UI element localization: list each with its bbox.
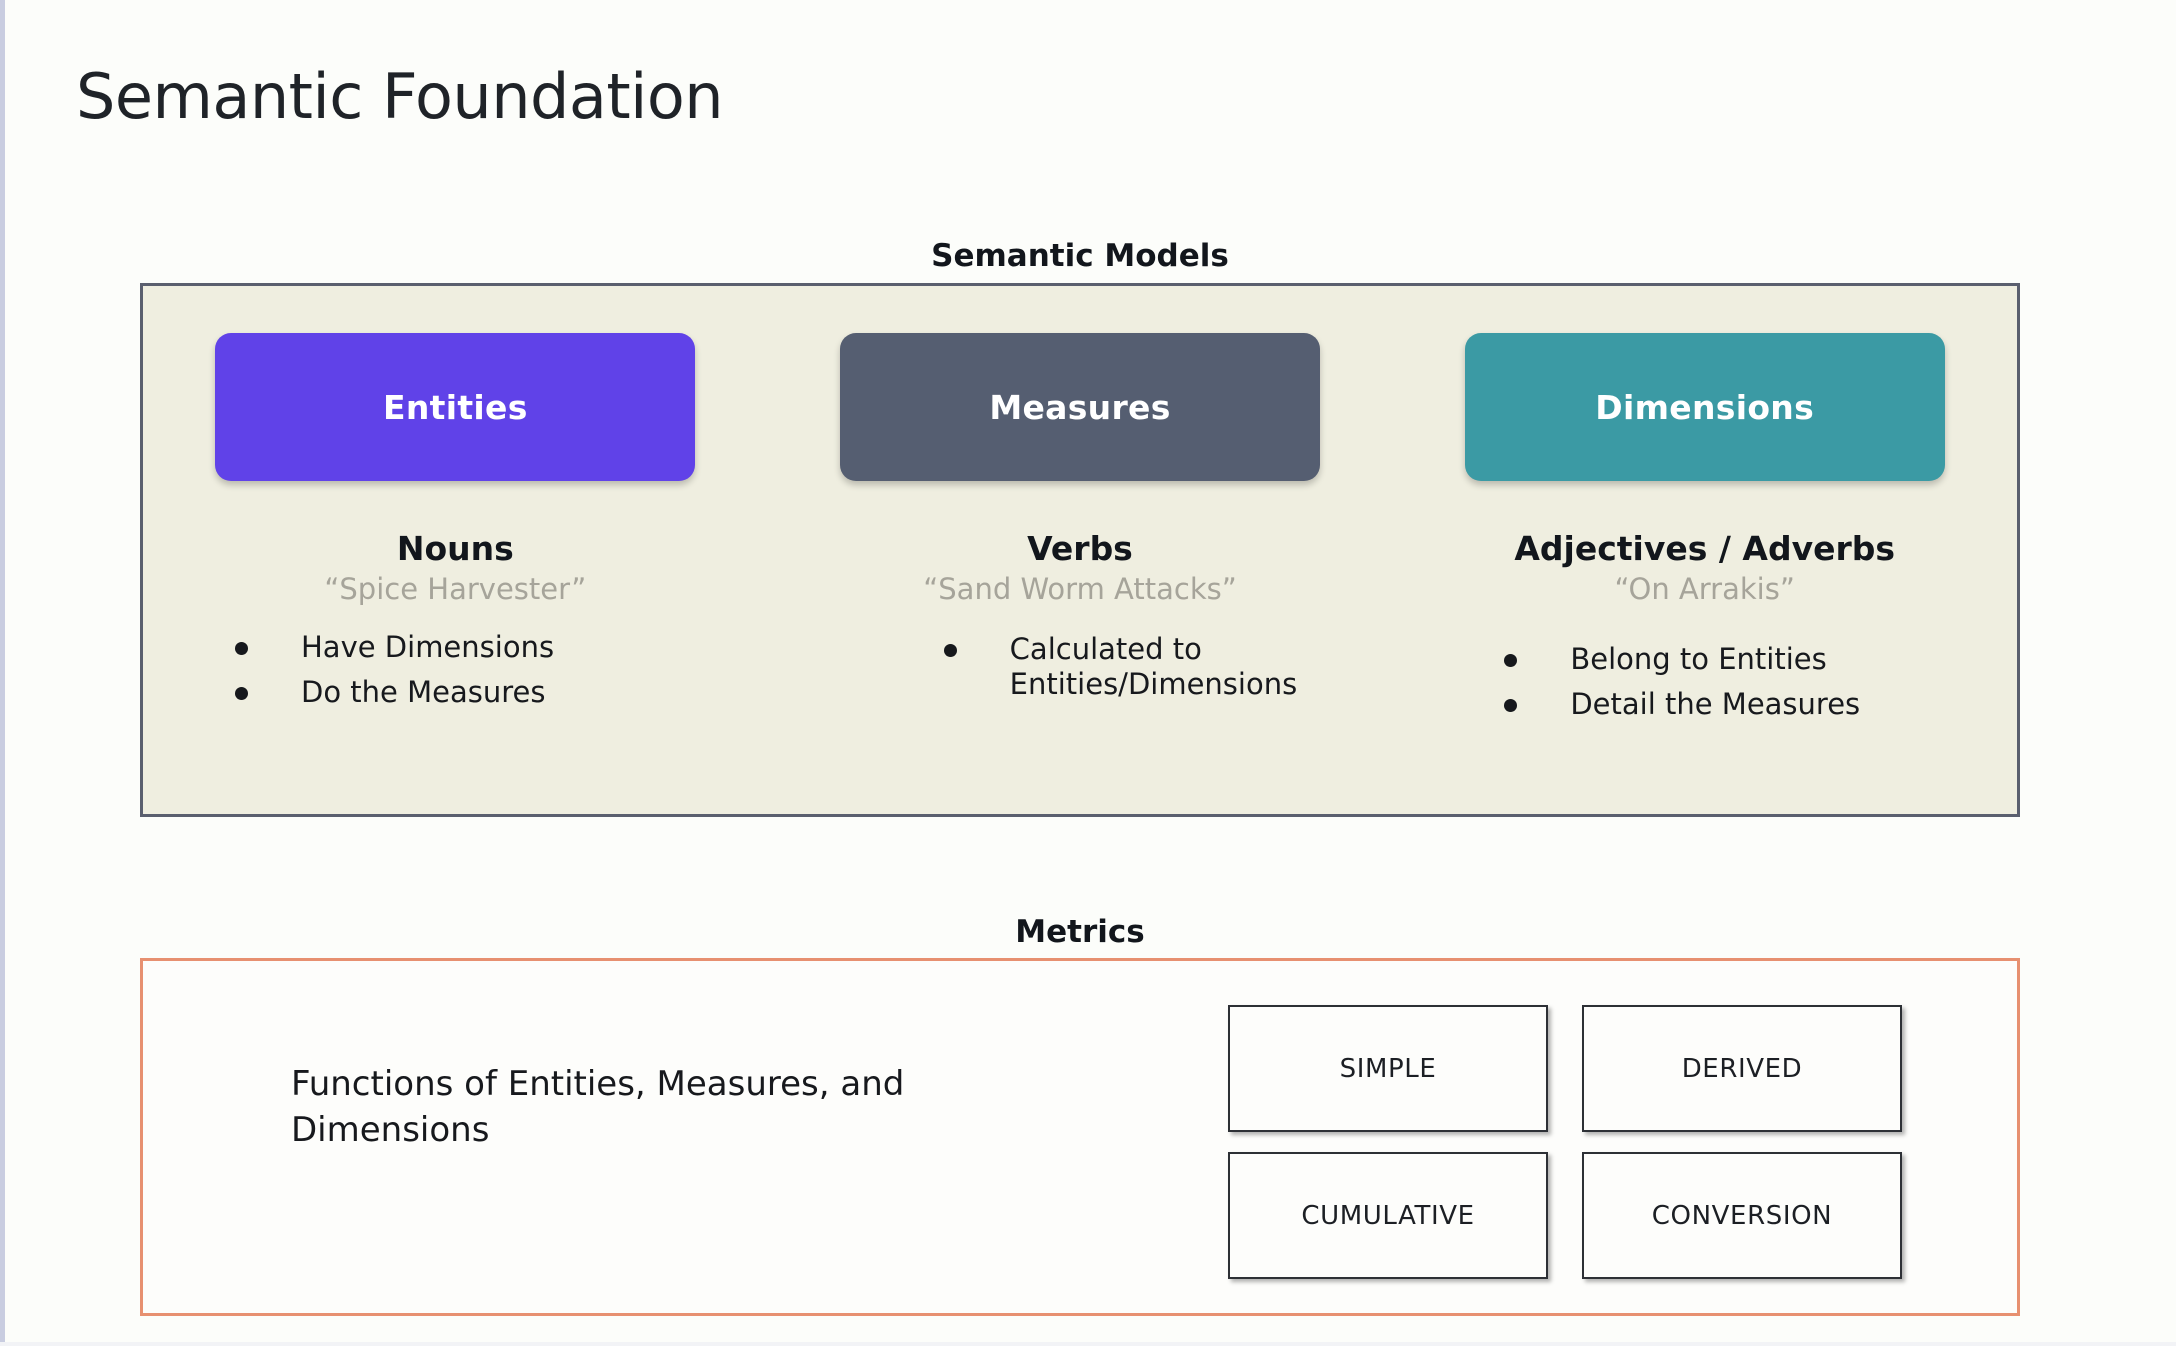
bullet-dot-icon bbox=[235, 642, 248, 655]
list-item: Have Dimensions bbox=[235, 630, 768, 665]
list-item: Detail the Measures bbox=[1504, 687, 2017, 722]
metrics-panel: Functions of Entities, Measures, and Dim… bbox=[140, 958, 2020, 1316]
semantic-models-panel: Entities Nouns “Spice Harvester” Have Di… bbox=[140, 283, 2020, 817]
dimensions-chip[interactable]: Dimensions bbox=[1464, 333, 1945, 481]
list-item: Belong to Entities bbox=[1504, 642, 2017, 677]
list-item: Calculated to Entities/Dimensions bbox=[943, 632, 1393, 703]
page-title: Semantic Foundation bbox=[76, 60, 724, 133]
list-item-label: Calculated to Entities/Dimensions bbox=[1009, 632, 1298, 702]
metrics-description: Functions of Entities, Measures, and Dim… bbox=[291, 1064, 905, 1151]
list-item-label: Belong to Entities bbox=[1570, 642, 1827, 676]
semantic-models-columns: Entities Nouns “Spice Harvester” Have Di… bbox=[143, 286, 2017, 814]
measures-part-of-speech: Verbs bbox=[1027, 529, 1133, 568]
dimensions-bullet-list: Belong to Entities Detail the Measures bbox=[1392, 642, 2017, 723]
list-item-label: Have Dimensions bbox=[301, 630, 555, 664]
dimensions-part-of-speech: Adjectives / Adverbs bbox=[1514, 529, 1896, 568]
entities-example: “Spice Harvester” bbox=[324, 572, 587, 606]
list-item: Do the Measures bbox=[235, 675, 768, 710]
bottom-edge-strip bbox=[0, 1342, 2176, 1346]
list-item-label: Do the Measures bbox=[301, 675, 546, 710]
bullet-dot-icon bbox=[1504, 699, 1518, 713]
metric-type-cumulative[interactable]: CUMULATIVE bbox=[1228, 1152, 1548, 1279]
metric-type-grid: SIMPLE DERIVED CUMULATIVE CONVERSION bbox=[1228, 1005, 1928, 1279]
entities-chip[interactable]: Entities bbox=[215, 333, 696, 481]
metric-type-derived[interactable]: DERIVED bbox=[1582, 1005, 1902, 1132]
entities-bullet-list: Have Dimensions Do the Measures bbox=[143, 630, 768, 711]
semantic-model-column-measures: Measures Verbs “Sand Worm Attacks” Calcu… bbox=[768, 286, 1393, 814]
bullet-dot-icon bbox=[1504, 654, 1518, 667]
measures-bullet-list: Calculated to Entities/Dimensions bbox=[768, 632, 1393, 703]
measures-chip-label: Measures bbox=[989, 387, 1171, 427]
bullet-dot-icon bbox=[235, 687, 248, 701]
semantic-model-column-dimensions: Dimensions Adjectives / Adverbs “On Arra… bbox=[1392, 286, 2017, 814]
dimensions-chip-label: Dimensions bbox=[1595, 387, 1815, 427]
measures-example: “Sand Worm Attacks” bbox=[923, 572, 1237, 606]
semantic-models-caption: Semantic Models bbox=[931, 238, 1229, 274]
semantic-model-column-entities: Entities Nouns “Spice Harvester” Have Di… bbox=[143, 286, 768, 814]
left-edge-strip bbox=[0, 0, 5, 1346]
measures-chip[interactable]: Measures bbox=[840, 333, 1320, 481]
list-item-label: Detail the Measures bbox=[1570, 687, 1861, 722]
dimensions-example: “On Arrakis” bbox=[1614, 572, 1795, 606]
bullet-dot-icon bbox=[943, 644, 957, 657]
entities-chip-label: Entities bbox=[383, 387, 528, 427]
metrics-caption: Metrics bbox=[1015, 914, 1145, 950]
metric-type-conversion[interactable]: CONVERSION bbox=[1582, 1152, 1902, 1279]
entities-part-of-speech: Nouns bbox=[396, 529, 514, 568]
metric-type-simple[interactable]: SIMPLE bbox=[1228, 1005, 1548, 1132]
